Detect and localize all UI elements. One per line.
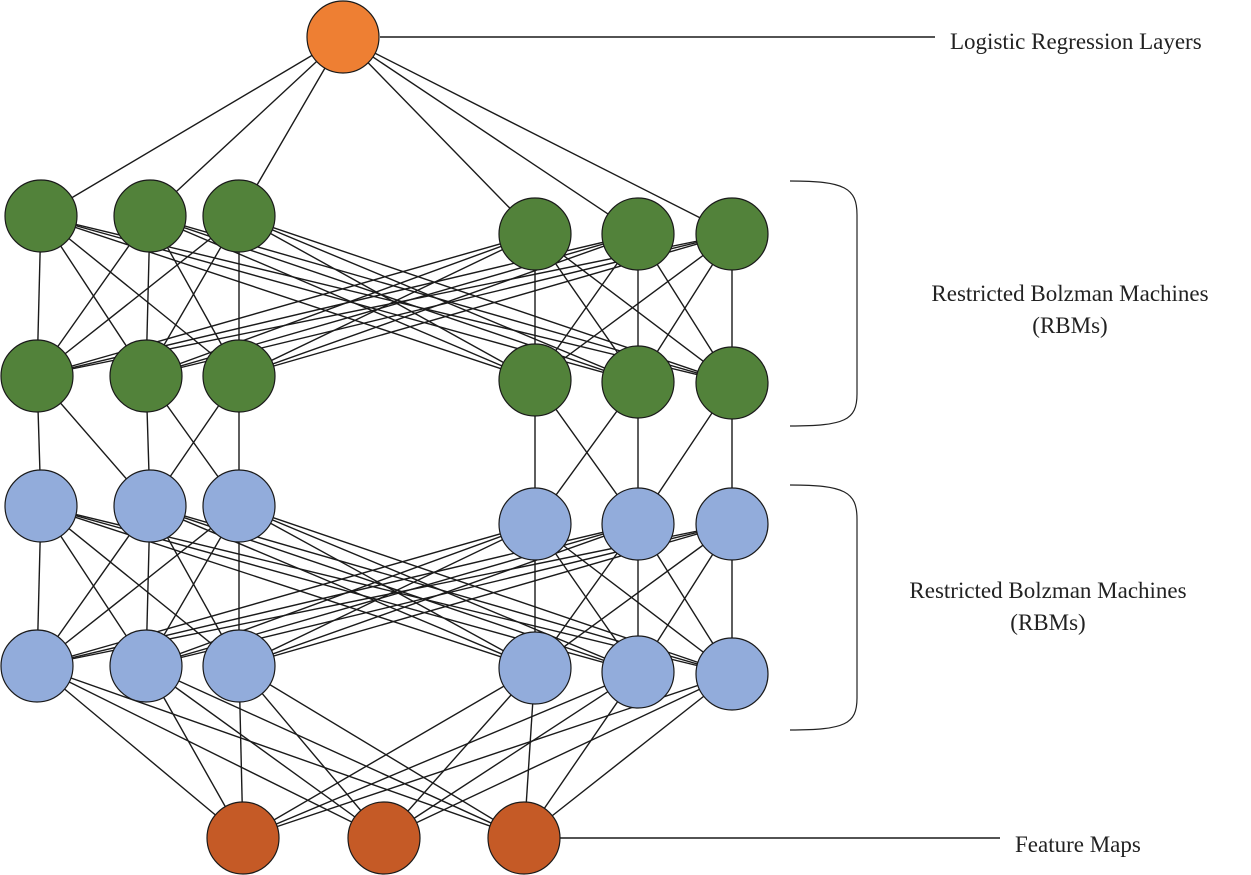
- node-rbm1-top-5: [695, 197, 769, 271]
- node-rbm2-bottom-4: [601, 635, 675, 709]
- edge-rbm2-0-3: [40, 505, 536, 669]
- edge-rbm2-5-3: [534, 523, 733, 669]
- rbm-lower-label: Restricted Bolzman Machines (RBMs): [873, 575, 1223, 639]
- edge-rbm2-to-feature-0-0: [36, 665, 244, 839]
- edge-rbm2-to-feature-1-2: [145, 665, 525, 839]
- edge-rbm2-1-3: [149, 505, 536, 669]
- edge-rbm2-to-feature-2-1: [238, 665, 385, 839]
- rbm-upper-label: Restricted Bolzman Machines (RBMs): [895, 278, 1245, 342]
- edge-rbm2-to-feature-0-2: [36, 665, 525, 839]
- edge-output-to-rbm1-top-5: [342, 36, 733, 235]
- node-rbm2-top-3: [498, 487, 572, 561]
- edge-rbm1-1-3: [149, 215, 536, 381]
- node-features-2: [487, 801, 561, 875]
- node-rbm2-bottom-0: [0, 629, 74, 703]
- node-rbm1-bottom-4: [601, 345, 675, 419]
- node-rbm1-top-4: [601, 197, 675, 271]
- edge-rbm1-0-3: [40, 215, 536, 381]
- edge-output-to-rbm1-top-3: [342, 36, 536, 235]
- braces-group: [789, 180, 858, 731]
- node-features-0: [206, 801, 280, 875]
- edge-output-to-rbm1-top-1: [149, 36, 344, 217]
- node-features-1: [347, 801, 421, 875]
- rbm-upper-label-line1: Restricted Bolzman Machines: [931, 281, 1209, 306]
- logistic-regression-label: Logistic Regression Layers: [950, 29, 1202, 54]
- edge-rbm2-to-feature-3-0: [242, 667, 536, 839]
- edge-rbm1-2-3: [238, 215, 536, 381]
- edge-rbm2-to-feature-0-1: [36, 665, 385, 839]
- node-rbm2-bottom-5: [695, 637, 769, 711]
- brace-lower-rbm: [789, 484, 858, 731]
- node-rbm2-top-0: [4, 469, 78, 543]
- node-rbm1-bottom-0: [0, 339, 74, 413]
- feature-maps-label: Feature Maps: [1015, 832, 1141, 857]
- node-rbm2-bottom-2: [202, 629, 276, 703]
- edge-rbm1-0-2: [40, 215, 240, 377]
- rbm-lower-label-line1: Restricted Bolzman Machines: [909, 578, 1187, 603]
- node-rbm1-bottom-2: [202, 339, 276, 413]
- edge-rbm2-to-feature-2-2: [238, 665, 525, 839]
- node-rbm2-top-1: [113, 469, 187, 543]
- rbm-upper-label-line2: (RBMs): [1032, 313, 1108, 338]
- edge-rbm2-to-feature-4-1: [383, 671, 639, 839]
- brace-upper-rbm: [789, 180, 858, 427]
- edge-rbm1-2-0: [36, 215, 240, 377]
- edge-rbm2-2-4: [238, 505, 639, 673]
- edge-rbm2-to-feature-1-1: [145, 665, 385, 839]
- rbm-lower-label-line2: (RBMs): [1010, 610, 1086, 635]
- edge-output-to-rbm1-top-0: [40, 36, 344, 217]
- edge-rbm2-0-2: [40, 505, 240, 667]
- node-rbm1-bottom-5: [695, 346, 769, 420]
- node-rbm1-top-1: [113, 179, 187, 253]
- label-connectors: [380, 36, 1000, 839]
- node-output-0: [306, 0, 380, 74]
- node-rbm2-top-4: [601, 487, 675, 561]
- node-rbm2-top-5: [695, 487, 769, 561]
- node-rbm2-bottom-3: [498, 631, 572, 705]
- edge-rbm1-5-3: [534, 233, 733, 381]
- node-rbm1-bottom-3: [498, 343, 572, 417]
- nodes-group: [0, 0, 769, 875]
- edge-rbm2-to-feature-5-2: [523, 673, 733, 839]
- edge-rbm2-to-feature-3-1: [383, 667, 536, 839]
- node-rbm1-top-2: [202, 179, 276, 253]
- edge-rbm1-2-4: [238, 215, 639, 383]
- node-rbm2-top-2: [202, 469, 276, 543]
- edges-group: [36, 36, 733, 839]
- node-rbm1-top-0: [4, 179, 78, 253]
- edge-rbm2-to-feature-4-0: [242, 671, 639, 839]
- node-rbm1-top-3: [498, 197, 572, 271]
- edge-rbm2-2-0: [36, 505, 240, 667]
- edge-rbm2-to-feature-5-1: [383, 673, 733, 839]
- edge-rbm2-2-3: [238, 505, 536, 669]
- edge-output-to-rbm1-top-4: [342, 36, 639, 235]
- node-rbm2-bottom-1: [109, 629, 183, 703]
- node-rbm1-bottom-1: [109, 339, 183, 413]
